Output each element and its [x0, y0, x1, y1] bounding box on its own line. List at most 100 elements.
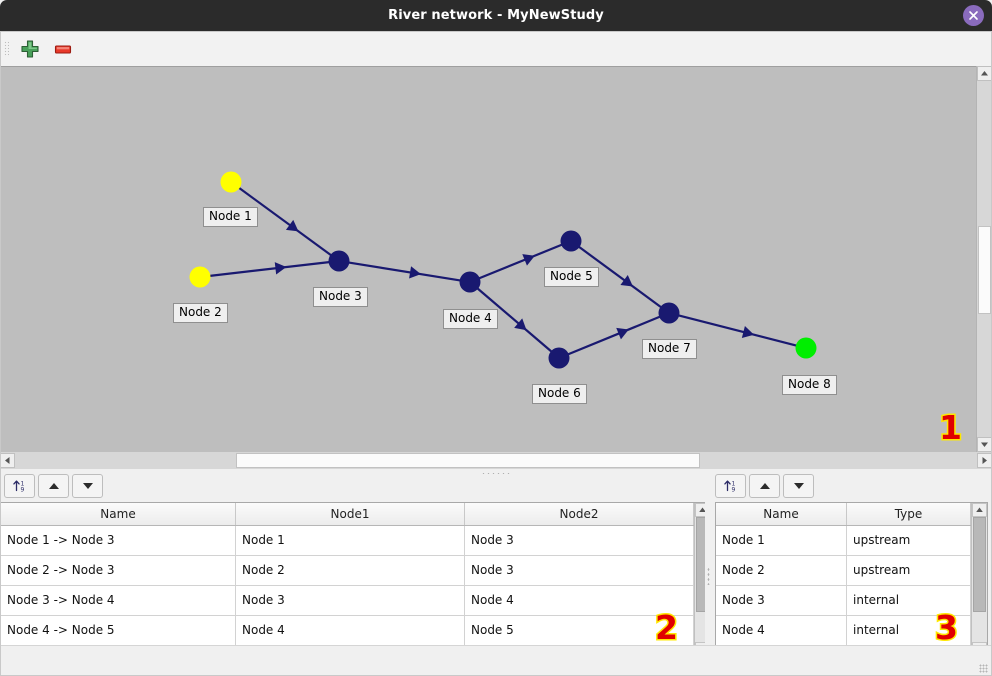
- delete-node-button[interactable]: [51, 37, 75, 61]
- graph-node[interactable]: [220, 171, 242, 193]
- graph-node-label[interactable]: Node 1: [203, 207, 258, 227]
- table-cell[interactable]: Node 4: [465, 586, 694, 615]
- nodes-move-up-button[interactable]: [749, 474, 780, 498]
- table-cell[interactable]: internal: [847, 586, 971, 615]
- graph-node[interactable]: [795, 337, 817, 359]
- table-cell[interactable]: Node 4 -> Node 5: [1, 616, 236, 645]
- graph-node-label[interactable]: Node 3: [313, 287, 368, 307]
- edge-arrow-icon: [616, 327, 629, 340]
- table-cell[interactable]: Node 3 -> Node 4: [1, 586, 236, 615]
- svg-text:9: 9: [20, 487, 24, 494]
- graph-node-label[interactable]: Node 5: [544, 267, 599, 287]
- graph-node-label[interactable]: Node 7: [642, 339, 697, 359]
- table-cell[interactable]: Node 4: [716, 616, 847, 645]
- graph-vertical-scrollbar[interactable]: [976, 66, 992, 452]
- table-cell[interactable]: Node 2: [236, 556, 465, 585]
- edges-layer: [209, 187, 797, 356]
- table-cell[interactable]: Node 1 -> Node 3: [1, 526, 236, 555]
- graph-node[interactable]: [548, 347, 570, 369]
- svg-text:9: 9: [731, 487, 735, 494]
- vertical-splitter[interactable]: [705, 471, 711, 676]
- table-cell[interactable]: internal: [847, 616, 971, 645]
- graph-horizontal-scrollbar[interactable]: [0, 452, 992, 469]
- sort-arrow-icon: 1 9: [12, 480, 24, 494]
- plus-green-icon: [21, 40, 39, 58]
- graph-node[interactable]: [560, 230, 582, 252]
- close-window-button[interactable]: [963, 5, 984, 26]
- table-cell[interactable]: Node 2: [716, 556, 847, 585]
- horizontal-splitter[interactable]: [0, 469, 992, 476]
- graph-edge[interactable]: [567, 315, 661, 356]
- add-node-button[interactable]: [18, 37, 42, 61]
- graph-edge[interactable]: [678, 314, 797, 347]
- table-cell[interactable]: Node 4: [236, 616, 465, 645]
- scroll-left-button[interactable]: [0, 453, 15, 468]
- nodes-sort-button[interactable]: 1 9: [715, 474, 746, 498]
- graph-edge[interactable]: [238, 187, 332, 256]
- triangle-up-icon: [48, 483, 59, 489]
- scroll-up-button[interactable]: [972, 503, 987, 517]
- table-cell[interactable]: upstream: [847, 526, 971, 555]
- nodes-table-scrollbar[interactable]: [971, 503, 987, 656]
- table-cell[interactable]: Node 3: [465, 556, 694, 585]
- graph-node-label[interactable]: Node 4: [443, 309, 498, 329]
- river-network-canvas[interactable]: Node 1 Node 2 Node 3 Node 4 Node 5 Node 6 Node…: [0, 66, 992, 452]
- reaches-sort-button[interactable]: 1 9: [4, 474, 35, 498]
- column-header[interactable]: Node1: [236, 503, 465, 525]
- table-cell[interactable]: Node 3: [716, 586, 847, 615]
- graph-node[interactable]: [189, 266, 211, 288]
- graph-node[interactable]: [328, 250, 350, 272]
- table-cell[interactable]: Node 5: [465, 616, 694, 645]
- column-header[interactable]: Node2: [465, 503, 694, 525]
- scroll-up-button[interactable]: [977, 66, 992, 81]
- reaches-move-down-button[interactable]: [72, 474, 103, 498]
- edge-arrow-icon: [285, 219, 299, 232]
- toolbar-grip[interactable]: [4, 41, 9, 57]
- graph-node[interactable]: [658, 302, 680, 324]
- graph-edge[interactable]: [209, 261, 330, 277]
- scroll-down-button[interactable]: [977, 437, 992, 452]
- table-cell[interactable]: Node 1: [716, 526, 847, 555]
- graph-edge[interactable]: [578, 246, 662, 308]
- graph-edge[interactable]: [476, 287, 553, 353]
- resize-grip[interactable]: [979, 664, 988, 673]
- table-cell[interactable]: Node 3: [465, 526, 694, 555]
- table-cell[interactable]: upstream: [847, 556, 971, 585]
- reaches-move-up-button[interactable]: [38, 474, 69, 498]
- graph-node[interactable]: [459, 271, 481, 293]
- column-header[interactable]: Type: [847, 503, 971, 525]
- graph-node-label[interactable]: Node 8: [782, 375, 837, 395]
- table-cell[interactable]: Node 2 -> Node 3: [1, 556, 236, 585]
- scroll-thumb-horizontal[interactable]: [236, 453, 700, 468]
- scroll-right-button[interactable]: [977, 453, 992, 468]
- graph-node-label[interactable]: Node 2: [173, 303, 228, 323]
- triangle-right-icon: [982, 457, 987, 464]
- column-header[interactable]: Name: [716, 503, 847, 525]
- scroll-thumb-vertical[interactable]: [978, 226, 991, 314]
- triangle-up-icon: [759, 483, 770, 489]
- edge-arrow-icon: [741, 325, 755, 339]
- graph-node-label[interactable]: Node 6: [532, 384, 587, 404]
- table-cell[interactable]: Node 1: [236, 526, 465, 555]
- edge-arrow-icon: [514, 318, 527, 331]
- edge-arrow-icon: [620, 275, 633, 287]
- graph-edge[interactable]: [478, 243, 563, 280]
- column-header[interactable]: Name: [1, 503, 236, 525]
- graph-edge[interactable]: [348, 261, 461, 282]
- triangle-up-icon: [981, 71, 988, 76]
- table-cell[interactable]: Node 3: [236, 586, 465, 615]
- nodes-move-down-button[interactable]: [783, 474, 814, 498]
- scroll-thumb-vertical[interactable]: [973, 517, 986, 612]
